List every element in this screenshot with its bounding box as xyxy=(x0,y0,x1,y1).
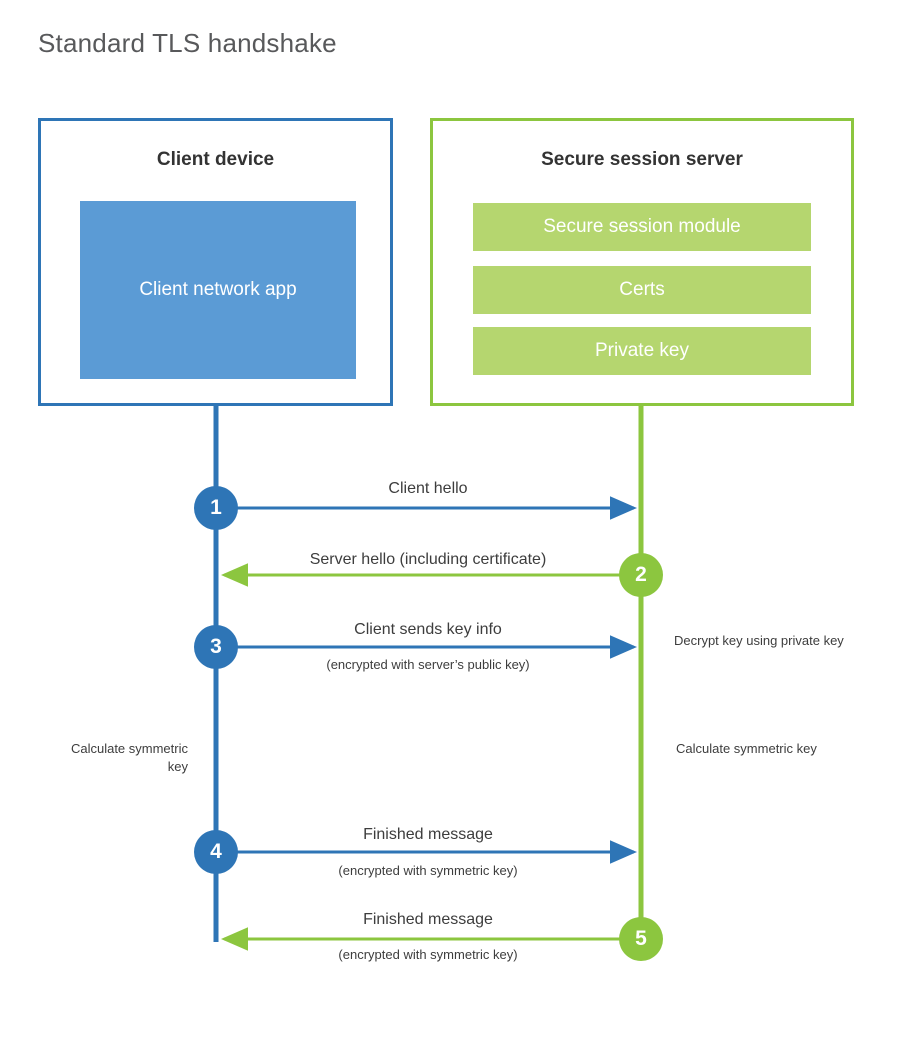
step-4-sublabel: (encrypted with symmetric key) xyxy=(338,863,518,878)
secure-session-server-title: Secure session server xyxy=(541,149,743,170)
step-4-label: Finished message xyxy=(363,826,493,843)
server-component-certs: Certs xyxy=(473,266,811,314)
step-badge-1: 1 xyxy=(194,486,238,530)
client-device-title: Client device xyxy=(156,149,275,170)
step-3-label: Client sends key info xyxy=(354,621,502,638)
secure-session-server-box: Secure session server Secure session mod… xyxy=(430,118,854,406)
note-decrypt-key: Decrypt key using private key xyxy=(674,633,844,648)
step-2-label: Server hello (including certificate) xyxy=(309,551,547,568)
client-device-box: Client device Client network app xyxy=(38,118,393,406)
server-component-private-key: Private key xyxy=(473,327,811,375)
step-badge-4: 4 xyxy=(194,830,238,874)
page-title: Standard TLS handshake xyxy=(38,28,337,58)
step-3-sublabel: (encrypted with server’s public key) xyxy=(326,657,530,672)
client-network-app-label: Client network app xyxy=(139,279,297,301)
step-5-sublabel: (encrypted with symmetric key) xyxy=(338,947,518,962)
server-component-secure-session-module: Secure session module xyxy=(473,203,811,251)
note-calculate-symmetric-key-server: Calculate symmetric key xyxy=(676,741,817,756)
step-5-label: Finished message xyxy=(363,911,493,928)
note-calculate-symmetric-key-client: Calculate symmetric key xyxy=(70,741,188,774)
step-1-label: Client hello xyxy=(388,480,468,497)
step-badge-3: 3 xyxy=(194,625,238,669)
step-badge-2: 2 xyxy=(619,553,663,597)
client-network-app-block: Client network app xyxy=(80,201,356,379)
step-badge-5: 5 xyxy=(619,917,663,961)
